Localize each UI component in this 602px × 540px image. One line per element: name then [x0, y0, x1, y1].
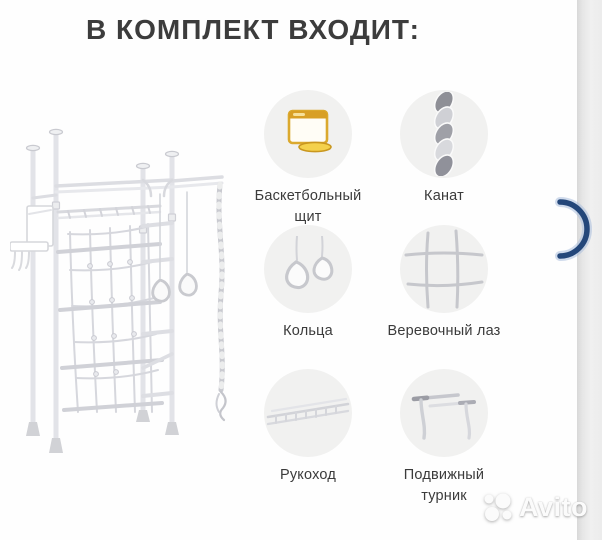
page-title: В КОМПЛЕКТ ВХОДИТ: — [86, 14, 420, 45]
rope-icon — [433, 92, 455, 176]
monkey-bars-icon — [266, 397, 350, 426]
movable-pullup-bar-icon — [411, 393, 476, 440]
gym-rings-icon — [285, 236, 334, 290]
icon-circle — [264, 225, 352, 313]
kit-item-rings: Кольца — [220, 225, 396, 342]
icon-circle — [264, 90, 352, 178]
icon-circle — [264, 369, 352, 457]
kit-item-movable-pullup-bar: Подвижный турник — [356, 369, 532, 506]
product-illustration — [9, 106, 258, 524]
item-label: Кольца — [283, 323, 333, 339]
item-label: Рукоход — [279, 467, 337, 483]
carousel-next-button-arc[interactable] — [550, 194, 596, 264]
icon-circle — [400, 90, 488, 178]
avito-logo-icon — [484, 493, 512, 521]
page-edge-strip — [577, 0, 602, 540]
icon-circle — [400, 369, 488, 457]
avito-watermark: Avito — [482, 491, 588, 523]
rope-net-icon — [404, 229, 484, 309]
kit-item-rope-net: Веревочный лаз — [356, 225, 532, 342]
basketball-backboard-icon — [287, 109, 332, 153]
item-label: Веревочный лаз — [387, 323, 501, 339]
kit-item-basketball-backboard: Баскетбольный щит — [220, 90, 396, 227]
kit-item-monkey-bars: Рукоход — [220, 369, 396, 486]
kit-item-rope: Канат — [356, 90, 532, 207]
item-label: Баскетбольный щит — [254, 188, 362, 225]
item-label: Канат — [424, 188, 464, 204]
icon-circle — [400, 225, 488, 313]
watermark-text: Avito — [519, 491, 588, 522]
item-label: Подвижный турник — [403, 467, 485, 504]
sports-complex-drawing — [9, 128, 227, 453]
